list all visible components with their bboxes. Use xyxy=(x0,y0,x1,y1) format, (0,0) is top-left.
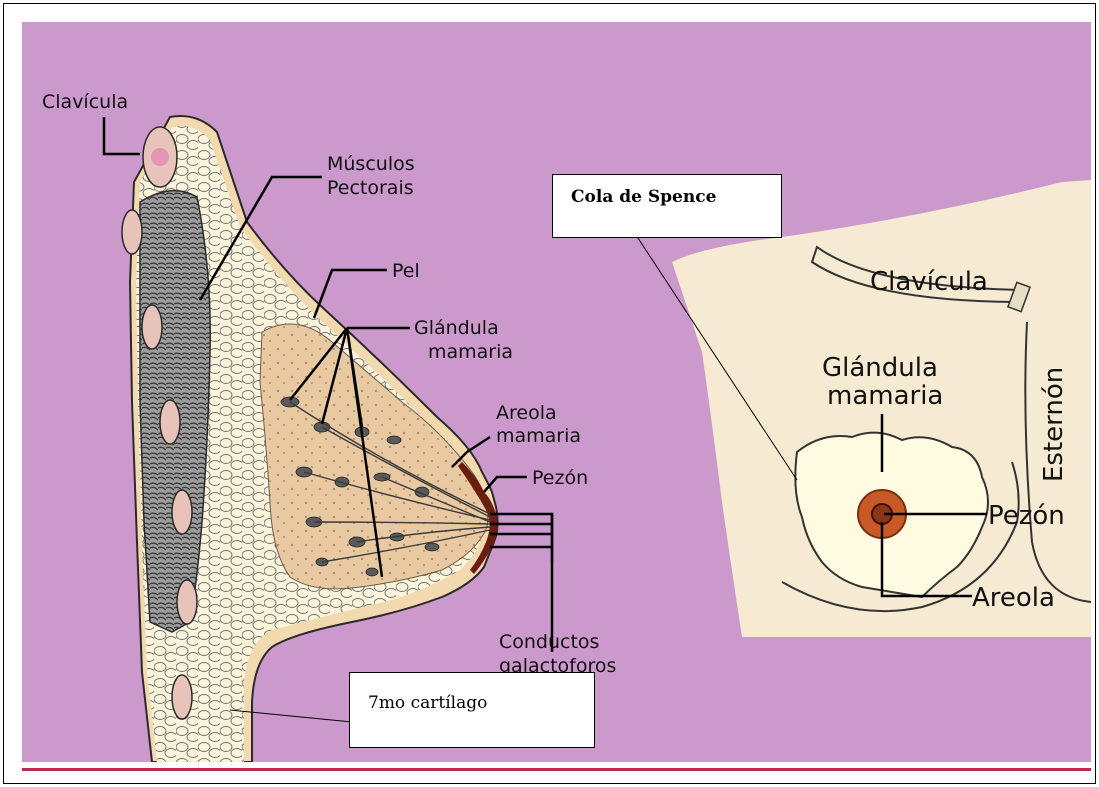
label-gland-left-line2: mamaria xyxy=(428,341,513,363)
label-muscles-line1: Músculos xyxy=(327,153,415,175)
label-areola-right: Areola xyxy=(972,583,1055,613)
label-gland-right-line2: mamaria xyxy=(827,381,943,411)
label-gland-right-line1: Glándula xyxy=(822,353,938,383)
cartilage-text: 7mo cartílago xyxy=(368,693,487,713)
label-areola-left-line1: Areola xyxy=(496,402,557,424)
label-ducts-line1: Conductos xyxy=(499,631,599,653)
cartilage-callout: 7mo cartílago xyxy=(349,672,595,748)
label-nipple-left: Pezón xyxy=(532,467,588,489)
label-gland-left-line1: Glándula xyxy=(414,317,499,339)
label-clavicle-left: Clavícula xyxy=(42,91,128,113)
illustration-panel: Clavícula Músculos Pectorais Pel Glándul… xyxy=(22,22,1091,762)
accent-rule xyxy=(22,768,1091,771)
label-areola-left-line2: mamaria xyxy=(496,425,581,447)
anatomy-illustration: Clavícula Músculos Pectorais Pel Glándul… xyxy=(22,22,1091,762)
label-clavicle-right: Clavícula xyxy=(870,267,988,297)
spence-tail-callout: Cola de Spence xyxy=(552,174,782,238)
label-skin: Pel xyxy=(392,260,420,282)
label-sternum: Esternón xyxy=(1039,367,1069,482)
label-muscles-line2: Pectorais xyxy=(327,177,414,199)
label-nipple-right: Pezón xyxy=(988,501,1065,531)
spence-tail-text: Cola de Spence xyxy=(571,187,716,207)
